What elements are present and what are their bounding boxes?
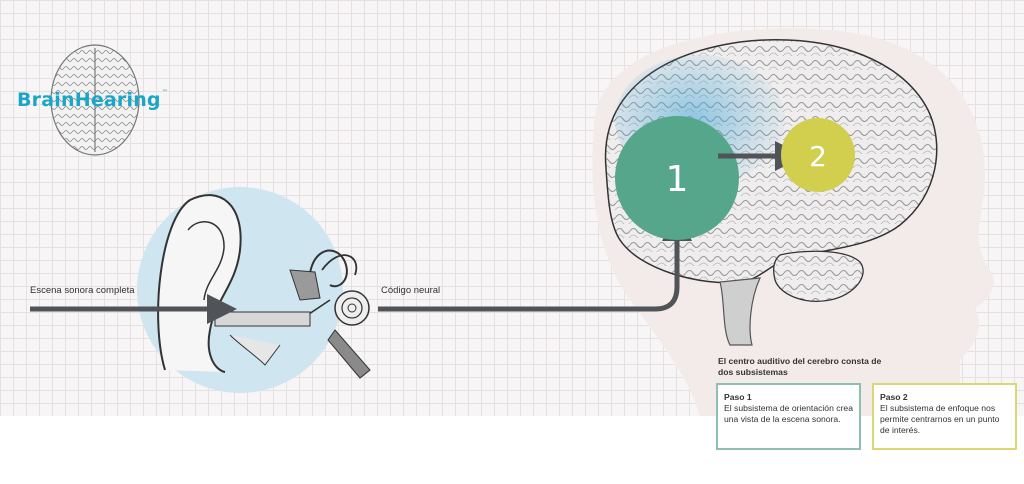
ear-anatomy-illustration xyxy=(157,194,371,379)
step-one-box: Paso 1 El subsistema de orientación crea… xyxy=(716,383,861,450)
node-two-circle xyxy=(781,118,855,192)
node-two-label: 2 xyxy=(809,140,827,173)
step-one-text: El subsistema de orientación crea una vi… xyxy=(724,403,853,424)
brain-icon xyxy=(50,44,140,156)
node-one-label: 1 xyxy=(666,159,689,200)
logo-trademark: ™ xyxy=(161,89,168,96)
step-one-title: Paso 1 xyxy=(724,392,752,402)
step-two-text: El subsistema de enfoque nos permite cen… xyxy=(880,403,1000,435)
neural-code-label: Código neural xyxy=(381,285,441,296)
brainhearing-logo: BrainHearing™ xyxy=(17,89,168,111)
arrow-neural xyxy=(378,211,692,312)
node-one-circle xyxy=(615,116,739,240)
step-two-title: Paso 2 xyxy=(880,392,908,402)
step-two-box: Paso 2 El subsistema de enfoque nos perm… xyxy=(872,383,1017,450)
logo-text: BrainHearing xyxy=(17,89,161,111)
scene-label: Escena sonora completa xyxy=(30,285,135,296)
intro-text: El centro auditivo del cerebro consta de… xyxy=(718,356,882,377)
